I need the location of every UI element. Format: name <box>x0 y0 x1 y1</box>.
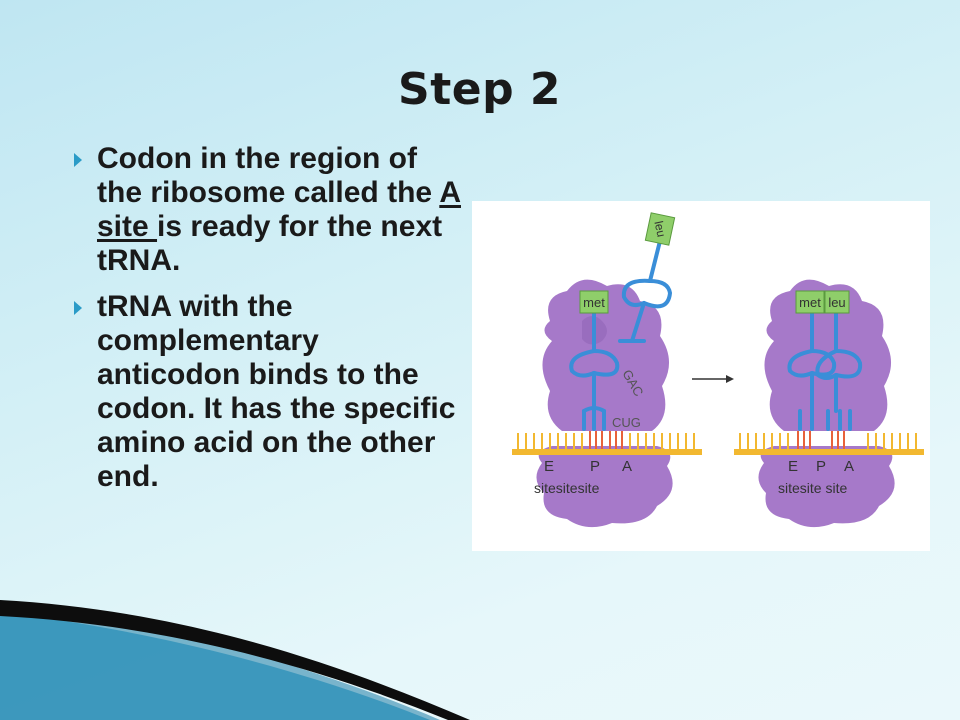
right-site-words: sitesite site <box>778 480 847 496</box>
right-site-a-letter: A <box>844 458 854 475</box>
bullet-text-after: is ready for the next tRNA. <box>97 210 443 277</box>
left-site-words: sitesitesite <box>534 480 600 496</box>
right-leu-label: leu <box>828 295 845 310</box>
right-site-p-letter: P <box>816 458 826 475</box>
left-site-a-letter: A <box>622 458 632 475</box>
right-trna-met <box>787 311 837 431</box>
left-trna-met <box>569 311 620 431</box>
bullet-list: Codon in the region of the ribosome call… <box>70 142 470 506</box>
bullet-item-trna-binding: tRNA with the complementary anticodon bi… <box>70 290 470 494</box>
right-trna-leu <box>815 311 863 431</box>
bullet-text-before: Codon in the region of the ribosome call… <box>97 142 440 209</box>
left-leu-box <box>644 212 676 246</box>
bullet-arrow-icon <box>74 153 82 167</box>
right-met-label: met <box>799 295 821 310</box>
left-met-label: met <box>583 295 605 310</box>
left-trna-leu-incoming <box>618 239 673 343</box>
bullet-text: tRNA with the complementary anticodon bi… <box>97 290 456 493</box>
left-site-p-letter: P <box>590 458 600 475</box>
left-site-e-letter: E <box>544 458 554 475</box>
left-met-box <box>579 290 609 314</box>
right-mrna-strand <box>734 431 924 455</box>
bullet-item-a-site: Codon in the region of the ribosome call… <box>70 142 470 278</box>
right-leu-box <box>824 290 850 314</box>
slide-title: Step 2 <box>398 64 561 115</box>
progression-arrow-icon <box>692 375 734 383</box>
bullet-arrow-icon <box>74 301 82 315</box>
a-site-underlined-term: A site <box>97 176 461 243</box>
left-mrna-strand <box>512 431 702 455</box>
right-site-e-letter: E <box>788 458 798 475</box>
right-met-box <box>795 290 825 314</box>
codon-label: CUG <box>612 415 641 430</box>
translation-diagram: met leu GAC CUG E P A sitesitesite <box>472 201 930 551</box>
left-leu-label: leu <box>651 220 668 239</box>
